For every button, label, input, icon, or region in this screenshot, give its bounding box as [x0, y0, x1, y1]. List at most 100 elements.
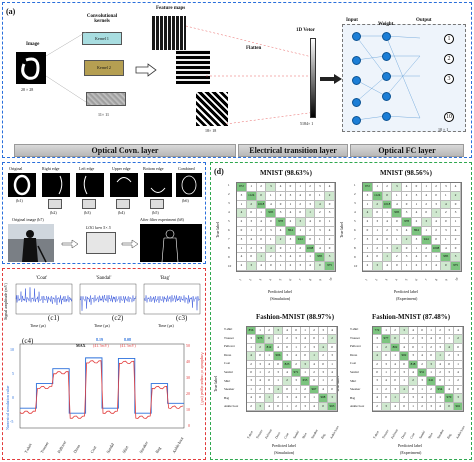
- cm-cell: 2: [382, 385, 391, 395]
- cm-cell: 1: [237, 244, 247, 254]
- cm-cell: 4: [295, 191, 306, 201]
- cm-cell: 4: [266, 200, 277, 210]
- cm-cell: 0: [256, 352, 265, 361]
- cm-cell: 3: [237, 235, 247, 245]
- cm-cell: 1: [266, 235, 277, 245]
- cm-cell: 0: [310, 377, 319, 386]
- cm-cell: 4: [246, 235, 257, 245]
- input-neuron: [352, 76, 361, 85]
- cm-cell: 4: [301, 335, 310, 344]
- cm-cell: 2: [412, 218, 422, 227]
- cm-ylabel-2: True label: [339, 221, 344, 238]
- cm-cell: 1: [305, 253, 316, 263]
- cm-cell: 4: [266, 244, 277, 254]
- cm-cell: 2: [421, 200, 432, 210]
- cm-cell: 2: [373, 360, 382, 369]
- conv-title: Convolutional kernels: [86, 14, 118, 24]
- cm-cell: 3: [373, 335, 382, 344]
- cm-cell: 4: [237, 253, 247, 263]
- cm-row-label: Sneaker: [224, 387, 235, 392]
- cm-cell: 4: [436, 360, 445, 369]
- cm-cell: 1: [286, 244, 296, 254]
- input-neuron: [352, 116, 361, 125]
- cm-cell: 2: [256, 385, 265, 395]
- cm-cell: 2: [286, 262, 296, 271]
- right-tick-30: 30: [186, 375, 190, 380]
- cm-cell: 995: [266, 209, 277, 219]
- cm-cell: 4: [305, 262, 316, 271]
- cm-cell: 2: [391, 327, 400, 336]
- cm-cell: 2: [421, 244, 432, 254]
- cm-cell: 4: [400, 343, 409, 353]
- cm-cell: 2: [436, 327, 445, 336]
- cm-row-label: 10: [354, 264, 358, 268]
- cm-cell: 0: [454, 385, 463, 395]
- cm-cell: 2: [372, 200, 383, 210]
- cm-cell: 1: [372, 226, 383, 236]
- tag-c2: (c2): [112, 314, 124, 322]
- cm-cell: 2: [372, 244, 383, 254]
- cm-cell: 3: [451, 209, 461, 219]
- input-label: Input: [346, 18, 358, 23]
- cm-cell: 802: [391, 343, 400, 353]
- cm-cell: 2: [382, 343, 391, 353]
- cm-cell: 4: [400, 385, 409, 395]
- cm-cell: 0: [431, 235, 442, 245]
- cm-cell: 1: [256, 327, 265, 336]
- cm-cell: 1: [305, 209, 316, 219]
- cm-cell: 3: [310, 343, 319, 353]
- filtered-photo: [140, 224, 202, 263]
- cm-cell: 4: [237, 209, 247, 219]
- cm-cell: 1: [431, 209, 442, 219]
- cm-cell: 655: [301, 377, 310, 386]
- cm-cell: 4: [283, 368, 292, 378]
- max-label: MAX: [76, 343, 86, 348]
- cm-cell: 3: [266, 226, 277, 236]
- cm-cell: 2: [292, 360, 301, 369]
- right-tick-20: 20: [186, 391, 190, 396]
- cm-cell: 2: [266, 253, 277, 263]
- cm-cell: 2: [276, 191, 286, 201]
- xlabel-c3: Time (μs): [158, 323, 174, 328]
- cm-row-label: 3: [354, 201, 356, 205]
- cm-cell: 2: [427, 343, 436, 353]
- experiment-series: [19, 360, 184, 419]
- cm-cell: 961: [454, 402, 463, 411]
- cameraman-photo: [8, 224, 54, 263]
- cm-cell: 1: [256, 253, 267, 263]
- cm-row-label: Sandal: [224, 370, 233, 374]
- cm-cell: 0: [409, 385, 418, 395]
- cm-cell: 3: [328, 394, 337, 403]
- cm-cell: 1: [295, 183, 306, 192]
- cm-cell: 2: [391, 368, 400, 378]
- cm-cell: 951: [418, 368, 427, 378]
- cm-title-3: Fashion-MNIST (88.97%): [256, 313, 335, 321]
- cm-cell: 954: [436, 385, 445, 395]
- xlabel-c2: Time (μs): [94, 323, 110, 328]
- cm-cell: 1: [382, 368, 391, 378]
- cm-cell: 1: [373, 343, 382, 353]
- feature-map-1: [152, 16, 186, 50]
- cm-cell: 4: [319, 385, 328, 395]
- cm-cell: 0: [256, 191, 267, 201]
- kernel-3: [86, 92, 126, 106]
- cm-cell: 978: [402, 218, 412, 227]
- cm-cell: 1: [451, 218, 461, 227]
- cm-cell: 1: [421, 226, 432, 236]
- cm-cell: 2: [431, 183, 442, 192]
- cm-cell: 3: [274, 368, 283, 378]
- cm-cell: 3: [436, 343, 445, 353]
- cm-cell: 3: [372, 262, 383, 271]
- cm-cell: 0: [301, 352, 310, 361]
- cm-cell: 4: [363, 253, 373, 263]
- cm-cell: 2: [418, 360, 427, 369]
- cm-cell: 4: [412, 253, 422, 263]
- cm-cell: 1: [436, 352, 445, 361]
- feature-map-2: [176, 50, 210, 84]
- cm-cell: 1: [441, 235, 452, 245]
- tag-b5: (b5): [152, 210, 159, 215]
- cm-cell: 0: [319, 402, 328, 411]
- cm-cell: 4: [402, 183, 412, 192]
- cm-cell: 0: [382, 352, 391, 361]
